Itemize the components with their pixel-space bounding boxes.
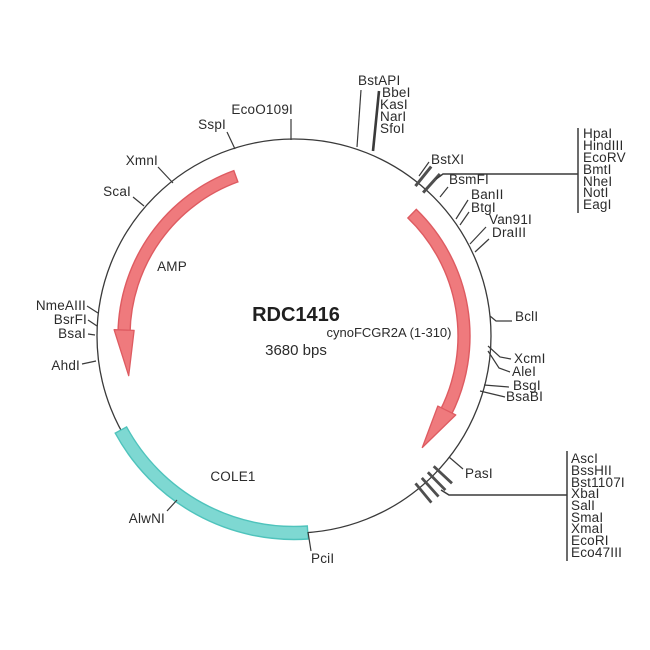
plasmid-name: RDC1416 xyxy=(252,304,340,326)
site-tick-BsgI xyxy=(483,384,510,388)
multisite-tick xyxy=(420,477,440,498)
site-tick-BbeI xyxy=(371,90,381,152)
site-tick-BsmFI xyxy=(439,186,449,198)
site-tick-AleI xyxy=(487,350,511,373)
site-label-BsaBI: BsaBI xyxy=(506,389,543,404)
site-tick-SspI xyxy=(226,131,236,150)
multisite-tick xyxy=(414,482,433,504)
multisite-tick xyxy=(422,172,441,194)
site-tick-BstXI xyxy=(418,161,430,177)
site-tick-AhdI xyxy=(81,360,97,365)
site-tick-ScaI xyxy=(132,196,145,207)
site-label-Eco47III: Eco47III xyxy=(571,545,622,560)
site-tick-PciI xyxy=(307,531,312,552)
feature-label-amp: AMP xyxy=(157,259,187,274)
feature-cynoFCGR2A xyxy=(406,208,471,417)
feature-label-cole1: COLE1 xyxy=(210,469,255,484)
multisite-tick xyxy=(426,471,447,492)
site-label-EcoO109I: EcoO109I xyxy=(231,102,293,117)
site-label-BbeI: BbeI xyxy=(382,85,411,100)
site-label-XcmI: XcmI xyxy=(514,351,546,366)
site-label-Bst1107I: Bst1107I xyxy=(571,475,625,490)
feature-arrowhead-amp xyxy=(113,329,135,377)
site-tick-NmeAIII xyxy=(86,305,99,314)
site-label-HindIII: HindIII xyxy=(583,138,623,153)
site-label-XmaI: XmaI xyxy=(571,521,603,536)
site-label-BanII: BanII xyxy=(471,187,504,202)
site-tick-DraIII xyxy=(474,238,490,253)
site-label-PasI: PasI xyxy=(465,466,493,481)
site-tick-AlwNI xyxy=(166,499,178,512)
site-label-NheI: NheI xyxy=(583,174,612,189)
site-label-XbaI: XbaI xyxy=(571,486,600,501)
site-tick-PasI xyxy=(448,456,464,470)
site-tick-BanII xyxy=(455,199,469,220)
site-label-KasI: KasI xyxy=(380,97,408,112)
site-label-DraIII: DraIII xyxy=(492,225,526,240)
site-label-BstAPI: BstAPI xyxy=(358,73,400,88)
site-tick-BstAPI xyxy=(356,89,362,148)
site-label-NotI: NotI xyxy=(583,185,609,200)
site-tick-BtgI xyxy=(459,211,470,226)
site-tick-BclI xyxy=(489,315,512,322)
site-label-PciI: PciI xyxy=(311,551,334,566)
site-label-BsmFI: BsmFI xyxy=(449,172,489,187)
site-label-SmaI: SmaI xyxy=(571,510,603,525)
site-label-AhdI: AhdI xyxy=(51,358,80,373)
feature-amp xyxy=(117,169,239,334)
site-label-AlwNI: AlwNI xyxy=(129,511,165,526)
site-label-EcoRI: EcoRI xyxy=(571,533,609,548)
site-label-BssHII: BssHII xyxy=(571,463,612,478)
site-label-ScaI: ScaI xyxy=(103,184,131,199)
site-tick-XcmI xyxy=(487,345,512,360)
multisite-tick xyxy=(432,465,453,485)
site-label-BstXI: BstXI xyxy=(431,152,464,167)
site-tick-XmnI xyxy=(157,166,174,184)
site-label-NmeAIII: NmeAIII xyxy=(36,298,86,313)
site-label-SalI: SalI xyxy=(571,498,595,513)
site-label-BtgI: BtgI xyxy=(471,200,496,215)
site-group-connector xyxy=(435,173,578,180)
site-label-SfoI: SfoI xyxy=(380,121,405,136)
site-label-NarI: NarI xyxy=(380,109,406,124)
site-label-AscI: AscI xyxy=(571,451,598,466)
site-label-BmtI: BmtI xyxy=(583,162,612,177)
site-label-BsgI: BsgI xyxy=(513,378,541,393)
site-tick-BsaBI xyxy=(479,390,506,398)
site-label-EcoRV: EcoRV xyxy=(583,150,626,165)
site-label-EagI: EagI xyxy=(583,197,612,212)
site-label-Van91I: Van91I xyxy=(489,212,532,227)
site-tick-Van91I xyxy=(469,226,487,245)
site-label-SspI: SspI xyxy=(198,117,226,132)
site-tick-BsrFI xyxy=(87,319,98,327)
site-label-BsrFI: BsrFI xyxy=(54,312,87,327)
site-tick-BsaI xyxy=(87,333,96,336)
site-label-BclI: BclI xyxy=(515,309,538,324)
site-group-connector xyxy=(440,489,567,496)
insert-name: cynoFCGR2A (1-310) xyxy=(327,325,452,340)
site-label-XmnI: XmnI xyxy=(126,153,158,168)
site-label-BsaI: BsaI xyxy=(58,326,86,341)
site-label-AleI: AleI xyxy=(512,364,536,379)
plasmid-size: 3680 bps xyxy=(265,342,327,359)
site-label-HpaI: HpaI xyxy=(583,126,612,141)
multisite-tick xyxy=(414,165,433,187)
feature-arrowhead-cynoFCGR2A xyxy=(421,405,457,449)
